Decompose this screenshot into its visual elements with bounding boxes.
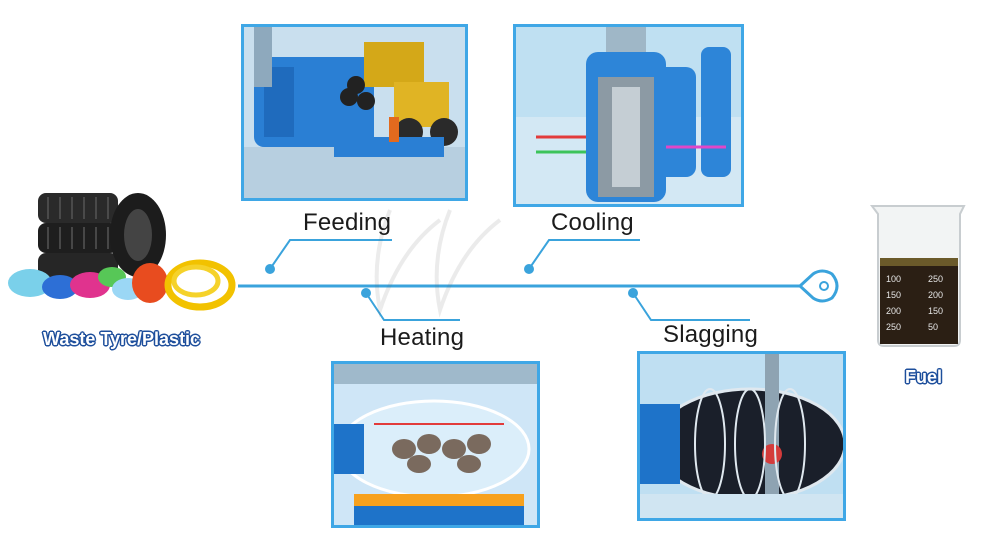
fuel-beaker-image: 100 250 150 200 200 150 250 50 <box>864 200 974 350</box>
svg-text:150: 150 <box>928 306 943 316</box>
loader-feeding-reactor-icon <box>244 27 465 198</box>
cooling-image <box>513 24 744 207</box>
slagging-image <box>637 351 846 521</box>
reactor-heating-icon <box>334 364 537 525</box>
slagging-label: Slagging <box>663 321 759 348</box>
reactor-slagging-icon <box>640 354 843 518</box>
svg-text:150: 150 <box>886 290 901 300</box>
svg-text:200: 200 <box>928 290 943 300</box>
svg-text:250: 250 <box>886 322 901 332</box>
heating-label: Heating <box>380 324 465 351</box>
svg-text:50: 50 <box>928 322 938 332</box>
svg-text:100: 100 <box>886 274 901 284</box>
feeding-image <box>241 24 468 201</box>
svg-text:200: 200 <box>886 306 901 316</box>
heating-image <box>331 361 540 528</box>
output-label: Fuel <box>905 367 943 387</box>
input-label: Waste Tyre/Plastic <box>43 329 201 349</box>
cooling-label: Cooling <box>551 209 634 236</box>
condenser-cooling-icon <box>516 27 741 204</box>
feeding-label: Feeding <box>303 209 392 236</box>
svg-text:250: 250 <box>928 274 943 284</box>
waste-tyre-plastic-image <box>0 185 240 320</box>
